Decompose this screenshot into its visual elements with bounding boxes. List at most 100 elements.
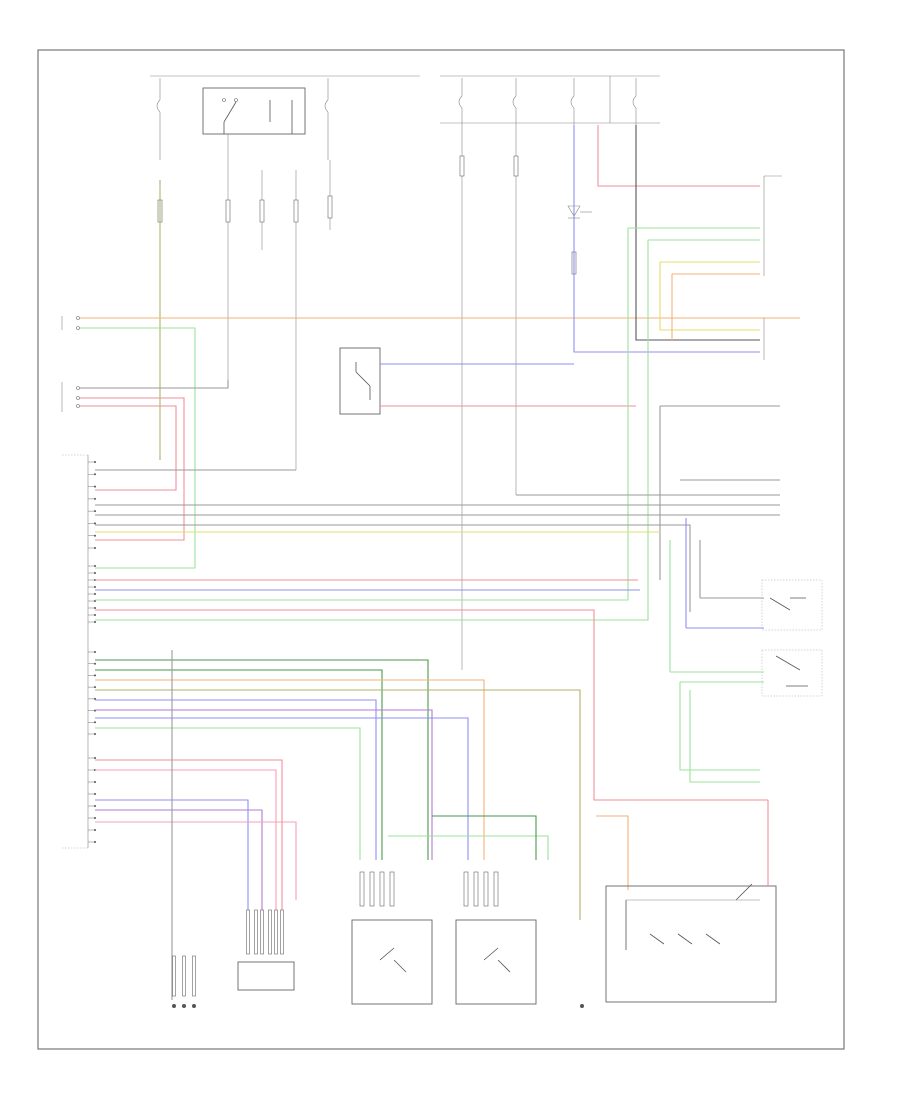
ecm-pin-dot bbox=[94, 565, 96, 567]
throttle-position-sensor bbox=[455, 919, 537, 1005]
wire-blue-sw bbox=[685, 518, 764, 629]
ecm-pin-dot bbox=[94, 586, 96, 588]
ground-points bbox=[172, 1004, 584, 1008]
ecm-pin-dot bbox=[94, 662, 96, 665]
wire-blue-3 bbox=[95, 717, 469, 860]
throttle-lead bbox=[260, 909, 264, 955]
ecm-pin-dot bbox=[94, 674, 96, 677]
ecm-pin-dot bbox=[94, 547, 96, 549]
ecm-pin-dot bbox=[94, 534, 96, 537]
wire-green-right-2 bbox=[95, 239, 760, 621]
throttle-lead bbox=[274, 909, 278, 955]
throttle-lead bbox=[246, 909, 250, 955]
wire-purple-2 bbox=[95, 709, 433, 860]
ecm-pin-dot bbox=[94, 757, 96, 759]
main-relay bbox=[202, 87, 306, 135]
wire-green-4 bbox=[388, 835, 549, 860]
ground-lead bbox=[172, 955, 176, 997]
relay-output-wires bbox=[227, 134, 517, 670]
wire-black-vert bbox=[635, 125, 760, 341]
ecm-pin-dot bbox=[94, 614, 96, 616]
sensor-lead bbox=[463, 871, 469, 907]
ecm-pin-dot bbox=[94, 522, 96, 525]
wire-green-sw-2 bbox=[679, 681, 764, 771]
right-connector-upper bbox=[763, 175, 782, 276]
wire-dkgreen-2 bbox=[95, 669, 383, 860]
top-left-connector bbox=[61, 316, 80, 412]
ecm-pin-dot bbox=[94, 697, 96, 700]
cruise-control-switch bbox=[605, 883, 777, 1003]
sensor-lead bbox=[493, 871, 499, 907]
wire-green-top bbox=[80, 327, 196, 569]
ecm-pin-leads bbox=[88, 461, 96, 843]
wire-green-long bbox=[95, 228, 629, 601]
wire-pink-lower bbox=[95, 609, 768, 801]
ecm-pin-dot bbox=[94, 497, 96, 500]
wire-green-sw bbox=[669, 540, 764, 673]
diagram-frame bbox=[37, 49, 845, 1050]
ecm-pin-dot bbox=[94, 793, 96, 795]
wire-purple-bottom bbox=[95, 809, 263, 940]
throttle-lead bbox=[254, 909, 258, 955]
ground-lead bbox=[192, 955, 196, 997]
wire-segment-markers bbox=[157, 155, 577, 275]
wire-blue-2 bbox=[95, 699, 377, 860]
throttle-lead bbox=[280, 909, 284, 955]
wire-green-sw-3 bbox=[689, 690, 760, 783]
wire-red-bottom bbox=[95, 759, 283, 930]
wire-gray-1 bbox=[80, 380, 229, 389]
ecm-pin-dot bbox=[94, 593, 96, 595]
ecm-pin-dot bbox=[94, 733, 96, 735]
diode bbox=[567, 205, 592, 219]
ecm-pin-dot bbox=[94, 651, 96, 653]
ecm-pin-dot bbox=[94, 607, 96, 609]
wire-yellow-right bbox=[659, 261, 760, 331]
gray-bus-right bbox=[95, 405, 780, 612]
wire-red-2 bbox=[80, 405, 177, 491]
power-rails bbox=[150, 75, 660, 124]
wire-pink-bottom-2 bbox=[95, 821, 297, 900]
wire-orange-3 bbox=[596, 815, 629, 890]
ecm-pin-dot bbox=[94, 841, 96, 843]
wire-red-1 bbox=[80, 397, 185, 541]
wire-pink-bottom bbox=[95, 769, 277, 940]
ecm-pin-dot bbox=[94, 485, 96, 488]
ecm-pin-dot bbox=[94, 686, 96, 689]
wire-gray-sw bbox=[699, 540, 764, 599]
sensor-lead bbox=[369, 871, 375, 907]
sensor-lead bbox=[359, 871, 365, 907]
ecm-pin-dot bbox=[94, 721, 96, 724]
fuses-right bbox=[458, 76, 637, 160]
ecm-pin-dot bbox=[94, 473, 96, 476]
sensor-lead bbox=[483, 871, 489, 907]
right-switch-upper bbox=[761, 579, 823, 631]
ecm-pin-dot bbox=[94, 572, 96, 574]
ecm-pin-dot bbox=[94, 781, 96, 783]
sensor-lead bbox=[473, 871, 479, 907]
ecm-pin-dot bbox=[94, 461, 96, 463]
wire-orange-right bbox=[671, 273, 760, 340]
fuses-left bbox=[156, 78, 329, 160]
wire-purple-vert bbox=[573, 125, 760, 353]
sensor-lead bbox=[379, 871, 385, 907]
ecm-pin-dot bbox=[94, 817, 96, 819]
ecm-module bbox=[62, 454, 89, 849]
sensor-leads bbox=[172, 871, 499, 997]
right-switch-lower bbox=[761, 649, 823, 697]
wire-dkgreen-3 bbox=[432, 815, 537, 860]
ground-lead bbox=[182, 955, 186, 997]
wire-pink-vert bbox=[597, 125, 760, 187]
ecm-pin-dot bbox=[94, 805, 96, 807]
wire-blue-bottom bbox=[95, 799, 249, 940]
ecm-pin-dot bbox=[94, 829, 96, 831]
accel-pedal-sensor bbox=[351, 919, 433, 1005]
wire-olive-2 bbox=[95, 689, 581, 920]
wire-orange-2 bbox=[95, 679, 485, 860]
throttle-connector bbox=[237, 961, 295, 991]
sensor-lead bbox=[389, 871, 395, 907]
throttle-lead bbox=[268, 909, 272, 955]
wire-green-3 bbox=[95, 727, 361, 860]
ecm-pin-dot bbox=[94, 621, 96, 623]
ecm-pin-dot bbox=[94, 510, 96, 513]
